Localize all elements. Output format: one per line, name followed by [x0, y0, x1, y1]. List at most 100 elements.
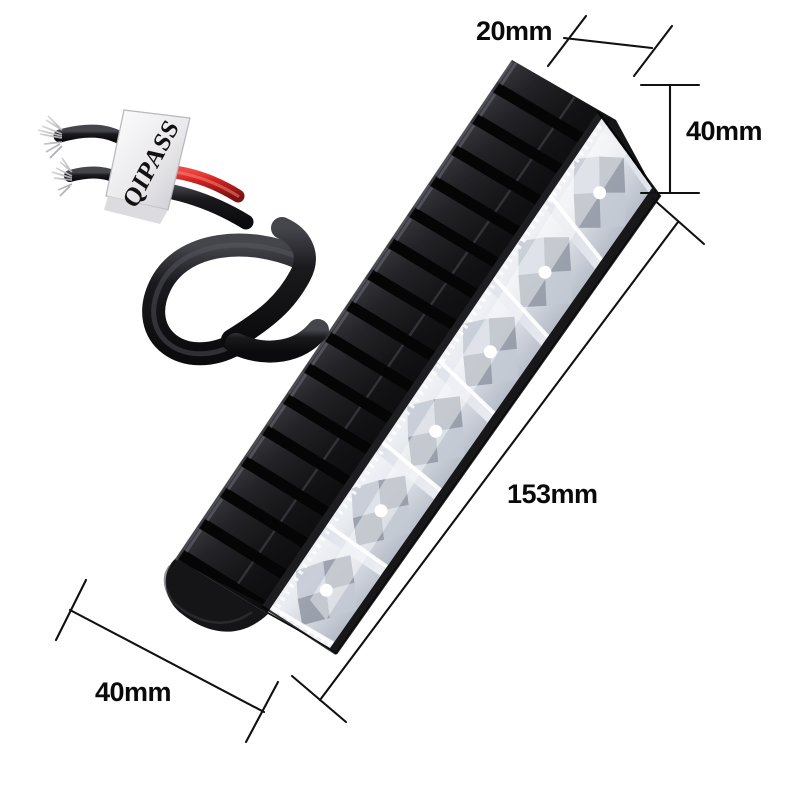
heat-sink-fin: [476, 91, 599, 177]
fin-shelf: [279, 499, 297, 523]
fin-highlight: [374, 248, 392, 273]
fin-highlight: [479, 93, 497, 117]
reflector-facet: [518, 272, 547, 308]
fin-groove: [239, 455, 344, 526]
dimtick-length-bottom: [290, 674, 348, 724]
fin-shelf: [408, 313, 426, 337]
led-emitter: [429, 424, 443, 438]
reflector-facet: [463, 351, 493, 387]
dimline-length: [318, 220, 680, 702]
dimension-label-length: 153mm: [507, 479, 598, 509]
reflector-facet: [488, 316, 517, 352]
fin-highlight: [206, 497, 224, 522]
heat-sink-fin: [434, 153, 555, 239]
reflector-facet: [573, 156, 600, 195]
end-cap: [165, 558, 268, 632]
dimtick-width-left: [546, 14, 588, 68]
tag-fold: [104, 196, 168, 224]
heat-sink-fin: [371, 246, 490, 331]
fin-groove: [281, 393, 388, 464]
end-cap-highlight: [163, 565, 253, 624]
fin-highlight: [416, 186, 434, 211]
fin-highlight: [185, 529, 203, 553]
fin-highlight: [311, 342, 329, 366]
dimline-width: [562, 36, 654, 50]
fin-shelf: [365, 375, 383, 399]
dimtick-width-right: [632, 24, 674, 78]
fin-groove: [491, 81, 605, 155]
reflector-facet: [381, 504, 411, 540]
reflector-facet: [326, 582, 357, 618]
dimension-label-width: 20mm: [476, 16, 553, 46]
wire-into-housing: [225, 319, 329, 363]
fin-shelf: [301, 468, 319, 492]
heat-sink-fin: [182, 526, 294, 609]
heat-sink-fin: [308, 340, 425, 424]
fin-ridge-highlight: [174, 61, 514, 561]
dimtick-depth-left: [54, 578, 88, 642]
fin-shelf: [387, 344, 405, 368]
fin-shelf: [515, 158, 533, 182]
reflector-facet: [408, 431, 439, 467]
lens-specular-highlight: [310, 126, 626, 620]
fin-highlight: [437, 155, 455, 180]
lens-stipple-border: [270, 122, 652, 648]
negative-wire: [142, 233, 312, 366]
fin-highlight: [353, 280, 371, 304]
heat-sink-fin: [350, 277, 468, 362]
dimline-depth: [68, 608, 266, 714]
fin-highlight: [332, 311, 350, 335]
fin-shelf: [322, 437, 340, 461]
dimension-label-height: 40mm: [686, 116, 763, 146]
fin-shelf: [451, 251, 469, 275]
reflector-facet: [297, 590, 330, 626]
chamber-divider: [325, 523, 389, 569]
fin-groove: [449, 144, 562, 217]
led-reflector-chambers: [270, 122, 649, 646]
stripped-wire-strands: [37, 115, 73, 197]
fin-groove: [218, 486, 323, 557]
negative-wire-highlight: [151, 242, 303, 357]
fin-highlight: [500, 62, 518, 86]
led-emitter: [538, 265, 552, 279]
chamber-divider: [436, 358, 496, 415]
reflector-facet: [378, 475, 409, 511]
reflector-facet: [599, 192, 626, 228]
fin-groove: [344, 299, 453, 371]
led-emitter: [374, 504, 388, 518]
reflector-facet: [323, 555, 355, 591]
fin-highlight: [458, 124, 476, 148]
fin-groove: [302, 361, 410, 433]
heat-sink-fin: [266, 402, 381, 486]
heat-sink-fin: [455, 122, 577, 208]
fin-shelf: [472, 220, 490, 244]
fin-highlight: [248, 435, 266, 460]
fin-groove: [386, 237, 497, 310]
dimtick-length-top: [650, 196, 706, 246]
reflector-facet: [295, 561, 327, 599]
heat-sink-fin: [287, 371, 403, 455]
reflector-facet: [599, 156, 626, 193]
fin-groove: [428, 175, 540, 248]
reflector-facet: [407, 399, 436, 438]
fin-groove: [407, 206, 518, 279]
reflector-facet: [352, 510, 385, 546]
reflector-facet: [351, 480, 381, 519]
dimension-lines: [54, 14, 706, 744]
heat-sink-fin: [497, 60, 612, 146]
wire-stub: [53, 124, 131, 147]
dimtick-depth-right: [244, 680, 280, 744]
heat-sink-fin: [329, 309, 446, 393]
fin-shelf: [537, 127, 555, 151]
reflector-facet: [490, 348, 518, 384]
heat-sink-fin: [203, 495, 316, 578]
dimension-label-depth: 40mm: [95, 677, 172, 707]
heat-sink-fin: [392, 215, 512, 300]
reflector-facet: [462, 318, 491, 357]
fin-groove: [260, 424, 366, 495]
heat-sink-fin: [245, 433, 359, 517]
fin-shelf: [494, 189, 512, 213]
heat-sink-fins: [176, 60, 612, 610]
fin-shelf: [558, 96, 576, 120]
